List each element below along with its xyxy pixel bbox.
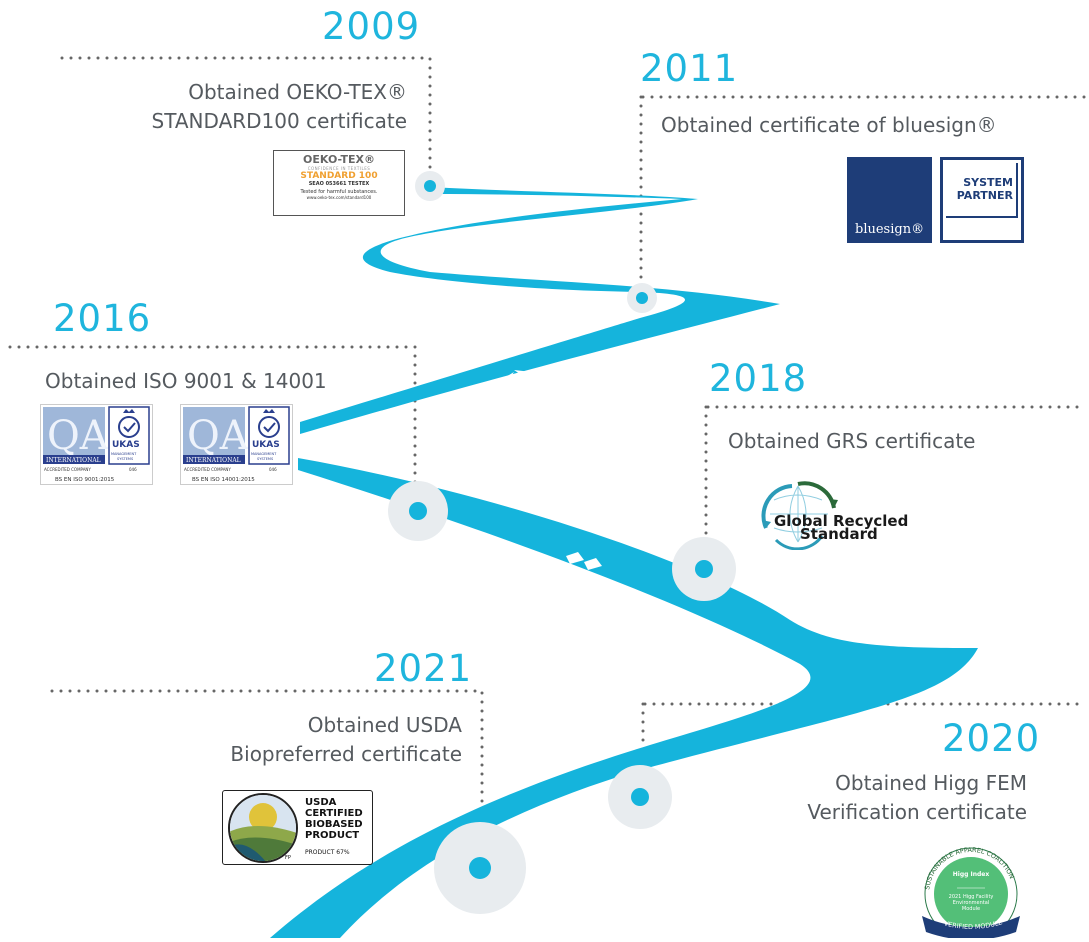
node-dot-2016 [409, 502, 427, 520]
node-dot-2011 [636, 292, 648, 304]
svg-text:046: 046 [269, 467, 277, 472]
description-2016-line-1: Obtained ISO 9001 & 14001 [45, 369, 327, 393]
node-dot-2020 [631, 788, 649, 806]
usda-line-1: USDA [305, 797, 337, 808]
svg-text:QA: QA [187, 413, 250, 459]
node-dot-2018 [695, 560, 713, 578]
svg-text:SYSTEMS: SYSTEMS [117, 457, 134, 461]
leader-2009 [60, 56, 432, 187]
usda-fp-mark: FP [285, 855, 291, 861]
grs-logo: Global Recycled Standard [752, 478, 922, 551]
higg-text-3: Module [962, 906, 980, 912]
usda-biobased-logo: USDA CERTIFIED BIOBASED PRODUCT PRODUCT … [222, 790, 373, 865]
svg-text:UKAS: UKAS [112, 440, 140, 450]
higg-badge-graphic: SUSTAINABLE APPAREL COALITION Higg Index… [922, 846, 1020, 941]
description-2020-line-1: Obtained Higg FEM [835, 771, 1027, 795]
higg-brand: Higg Index [953, 871, 990, 878]
description-2020-line-2: Verification certificate [807, 800, 1027, 824]
qa-iso9001-logo: QA INTERNATIONAL UKAS MANAGEMENT SYSTEMS… [40, 404, 153, 485]
higg-text-2: Environmental [953, 900, 989, 906]
oeko-tex-logo: OEKO-TEX® CONFIDENCE IN TEXTILES STANDAR… [273, 150, 405, 216]
grs-line-2: Standard [800, 525, 878, 543]
qa-iso14001-logo: QA INTERNATIONAL UKAS MANAGEMENT SYSTEMS… [180, 404, 293, 485]
arrow-right-icon [566, 552, 602, 570]
description-2018-line-1: Obtained GRS certificate [728, 429, 976, 453]
description-2020: Obtained Higg FEM Verification certifica… [807, 769, 1027, 827]
description-2021: Obtained USDA Biopreferred certificate [230, 711, 462, 769]
svg-text:INTERNATIONAL: INTERNATIONAL [186, 457, 241, 464]
leader-2016 [8, 345, 417, 512]
usda-line-4: PRODUCT [305, 830, 360, 841]
oeko-tested: Tested for harmful substances. [300, 189, 378, 195]
oeko-url: www.oeko-tex.com/standard100 [306, 195, 372, 200]
svg-text:ACCREDITED COMPANY: ACCREDITED COMPANY [44, 467, 91, 472]
svg-text:046: 046 [129, 467, 137, 472]
system-partner-text: SYSTEM PARTNER [956, 176, 1013, 202]
higg-fem-badge: SUSTAINABLE APPAREL COALITION Higg Index… [912, 836, 1030, 941]
svg-text:MANAGEMENT: MANAGEMENT [111, 452, 137, 456]
year-2009: 2009 [322, 5, 421, 48]
usda-line-3: BIOBASED [305, 819, 363, 830]
svg-text:ACCREDITED COMPANY: ACCREDITED COMPANY [184, 467, 231, 472]
description-2011-line-1: Obtained certificate of bluesign® [661, 113, 997, 137]
grs-graphic: Global Recycled Standard [761, 481, 908, 551]
year-2020: 2020 [942, 717, 1041, 760]
road-shape [270, 187, 978, 938]
direction-arrows [504, 370, 602, 570]
higg-text-1: 2021 Higg Facility [949, 894, 994, 900]
usda-line-2: CERTIFIED [305, 808, 363, 819]
arrow-left-icon [504, 370, 532, 378]
description-2009-line-1: Obtained OEKO-TEX® [188, 80, 407, 104]
year-2016: 2016 [53, 297, 152, 340]
year-2018: 2018 [709, 357, 808, 400]
description-2009-line-2: STANDARD100 certificate [151, 109, 407, 133]
node-dot-2009 [424, 180, 436, 192]
system-partner-logo: SYSTEM PARTNER [940, 157, 1024, 243]
year-2011: 2011 [640, 47, 739, 90]
svg-text:SYSTEMS: SYSTEMS [257, 457, 274, 461]
description-2009: Obtained OEKO-TEX® STANDARD100 certifica… [152, 78, 407, 136]
oeko-tagline: CONFIDENCE IN TEXTILES [307, 166, 371, 171]
description-2018: Obtained GRS certificate [728, 427, 976, 456]
description-2021-line-2: Biopreferred certificate [230, 742, 462, 766]
svg-text:UKAS: UKAS [252, 440, 280, 450]
description-2021-line-1: Obtained USDA [307, 713, 462, 737]
usda-text: USDA CERTIFIED BIOBASED PRODUCT [305, 797, 363, 841]
oeko-standard: STANDARD 100 [300, 171, 378, 181]
bluesign-wordmark: bluesign® [855, 222, 925, 237]
leader-2018 [704, 405, 1087, 567]
svg-text:BS EN ISO 14001:2015: BS EN ISO 14001:2015 [192, 477, 255, 483]
svg-text:BS EN ISO 9001:2015: BS EN ISO 9001:2015 [55, 477, 115, 483]
year-2021: 2021 [374, 647, 473, 690]
oeko-title: OEKO-TEX® [303, 153, 375, 166]
svg-text:INTERNATIONAL: INTERNATIONAL [46, 457, 101, 464]
qa-brand-text: QA [47, 413, 110, 459]
description-2016: Obtained ISO 9001 & 14001 [45, 367, 327, 396]
grs-line-1: Global Recycled [774, 512, 908, 530]
system-partner-frame [946, 163, 1018, 218]
usda-seal-icon [228, 793, 298, 863]
bluesign-logo: bluesign® [847, 157, 932, 243]
qa-iso9001-graphic: QA INTERNATIONAL UKAS MANAGEMENT SYSTEMS… [43, 406, 150, 483]
node-dot-2021 [469, 857, 491, 879]
usda-percentage: PRODUCT 67% [305, 849, 350, 856]
svg-text:MANAGEMENT: MANAGEMENT [251, 452, 277, 456]
milestone-nodes [388, 171, 736, 914]
qa-iso14001-graphic: QA INTERNATIONAL UKAS MANAGEMENT SYSTEMS… [183, 406, 290, 483]
oeko-code: SEAO 053661 TESTEX [308, 181, 370, 187]
description-2011: Obtained certificate of bluesign® [661, 111, 997, 140]
